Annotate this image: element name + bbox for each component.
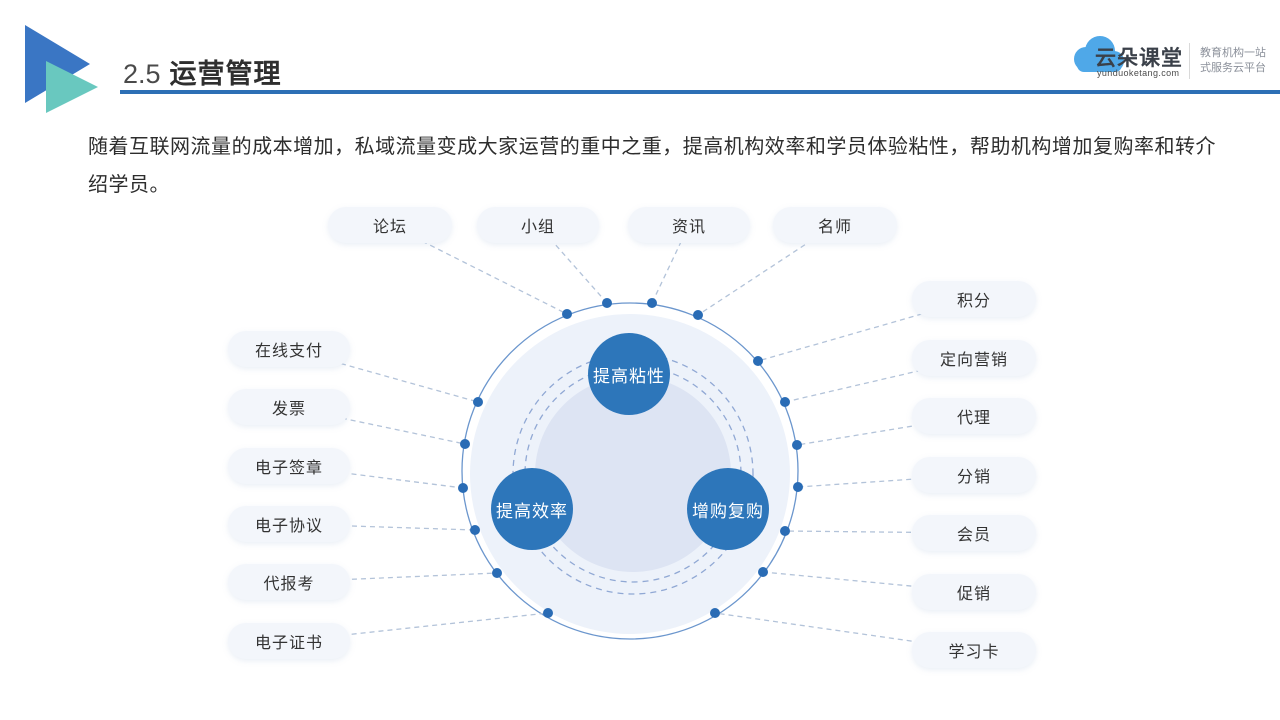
core-circle-repurchase: 增购复购 [687,468,769,550]
satellite-pill-targeted-marketing: 定向营销 [912,340,1036,376]
connector-dot-famous-teacher [693,310,703,320]
connector-dot-exam-registration [492,568,502,578]
connector-dot-news [647,298,657,308]
connector-dot-e-agreement [470,525,480,535]
satellite-pill-news: 资讯 [628,207,750,243]
title-underline [120,90,1280,94]
satellite-pill-e-signature: 电子签章 [228,448,350,484]
section-number: 2.5 [123,59,161,89]
connector-dot-distribution [793,482,803,492]
connector-dot-study-card [710,608,720,618]
cloud-icon [1074,36,1124,72]
satellite-pill-points: 积分 [912,281,1036,317]
connector-dot-points [753,356,763,366]
satellite-pill-famous-teacher: 名师 [773,207,897,243]
brand-logo: 云朵课堂 yunduoketang.com 教育机构一站 式服务云平台 [1071,36,1266,86]
connector-dot-forum [562,309,572,319]
satellite-pill-study-card: 学习卡 [912,632,1036,668]
satellite-pill-invoice: 发票 [228,389,350,425]
corner-triangles-decoration [25,25,98,113]
satellite-pill-distribution: 分销 [912,457,1036,493]
satellite-pill-promotion: 促销 [912,574,1036,610]
tagline-line2: 式服务云平台 [1200,62,1266,74]
brand-name: 云朵课堂 [1095,47,1183,70]
connector-dot-targeted-marketing [780,397,790,407]
intro-paragraph: 随着互联网流量的成本增加，私域流量变成大家运营的重中之重，提高机构效率和学员体验… [88,136,1216,196]
tagline-line1: 教育机构一站 [1200,47,1266,59]
page-title: 2.5 运营管理 [123,52,282,91]
connector-dot-online-payment [473,397,483,407]
connector-dot-agency [792,440,802,450]
satellite-pill-group: 小组 [477,207,599,243]
satellite-pill-agency: 代理 [912,398,1036,434]
satellite-pill-e-agreement: 电子协议 [228,506,350,542]
connector-dot-membership [780,526,790,536]
core-circle-efficiency: 提高效率 [491,468,573,550]
section-title: 运营管理 [169,59,282,89]
connector-dot-invoice [460,439,470,449]
satellite-pill-exam-registration: 代报考 [228,564,350,600]
satellite-pill-e-certificate: 电子证书 [228,623,350,659]
triangle-blue-icon [25,25,90,103]
connector-dot-e-certificate [543,608,553,618]
triangle-teal-icon [46,61,98,113]
core-circle-stickiness: 提高粘性 [588,333,670,415]
satellite-pill-membership: 会员 [912,515,1036,551]
satellite-pill-online-payment: 在线支付 [228,331,350,367]
connector-dot-group [602,298,612,308]
brand-domain: yunduoketang.com [1097,68,1180,78]
brand-wrap: 云朵课堂 yunduoketang.com [1071,36,1183,86]
connector-dot-e-signature [458,483,468,493]
connector-dot-promotion [758,567,768,577]
logo-divider [1189,43,1190,79]
logo-tagline: 教育机构一站 式服务云平台 [1200,46,1266,76]
satellite-pill-forum: 论坛 [328,207,452,243]
